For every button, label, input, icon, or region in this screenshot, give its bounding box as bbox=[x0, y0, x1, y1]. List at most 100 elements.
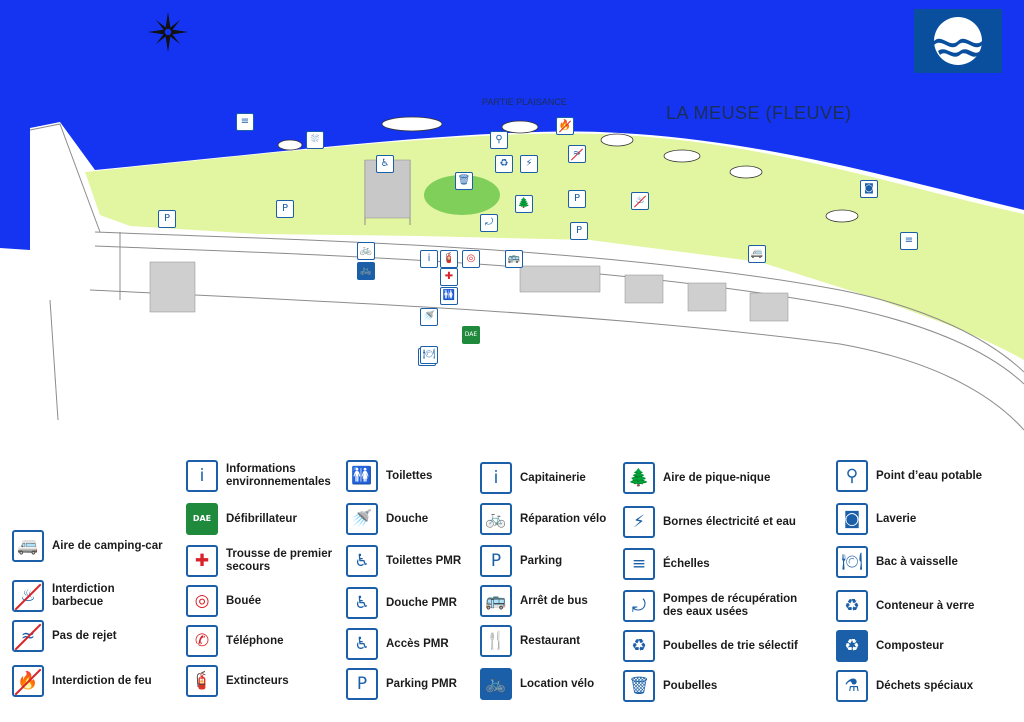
info-icon: i bbox=[427, 253, 431, 264]
legend-label: Extincteurs bbox=[226, 674, 289, 687]
parking-pmr-icon: P bbox=[575, 225, 583, 236]
blue-flag-badge bbox=[914, 9, 1002, 73]
glass-container-icon: ♻ bbox=[836, 590, 868, 622]
legend-item-waste-water-pumps: ⤾ Pompes de récupération des eaux usées bbox=[623, 590, 797, 622]
accessible-marker: ♿ bbox=[376, 155, 394, 173]
environmental-info-icon: i bbox=[186, 460, 218, 492]
legend-item-bins: 🗑Poubelles bbox=[623, 670, 717, 702]
legend-label: Bouée bbox=[226, 594, 262, 607]
pmr-shower-icon: ♿ bbox=[346, 587, 378, 619]
legend-item-laundry: ◙Laverie bbox=[836, 503, 916, 535]
parking-icon: P bbox=[480, 545, 512, 577]
legend-label: Échelles bbox=[663, 557, 710, 570]
legend-label: Restaurant bbox=[520, 634, 581, 647]
shower-icon: 🚿 bbox=[346, 503, 378, 535]
shower-icon: 🚿 bbox=[422, 311, 436, 322]
camper-marker: 🚐 bbox=[748, 245, 766, 263]
bike-rental-marker: 🚲 bbox=[357, 262, 375, 280]
legend-label: Poubelles de trie sélectif bbox=[663, 639, 798, 652]
bin-icon: 🗑 bbox=[457, 175, 471, 186]
laundry-marker: ◙ bbox=[860, 180, 878, 198]
ladders-icon: ≡ bbox=[623, 548, 655, 580]
defibrillator-icon: DAE bbox=[186, 503, 218, 535]
legend-label: Informations environnementales bbox=[226, 463, 331, 488]
parking-marker: P bbox=[568, 190, 586, 208]
legend-label: Conteneur à verre bbox=[876, 599, 975, 612]
bin-marker: 🗑 bbox=[455, 172, 473, 190]
legend-label: Douche PMR bbox=[386, 596, 457, 609]
legend-item-electricity-water: ⚡Bornes électricité et eau bbox=[623, 506, 796, 538]
parking-bays bbox=[149, 261, 789, 322]
legend-label: Parking bbox=[520, 554, 563, 567]
moored-boats bbox=[277, 116, 859, 223]
legend-item-defibrillator: DAE Défibrillateur bbox=[186, 503, 297, 535]
legend-label: Pas de rejet bbox=[52, 629, 117, 642]
accessible-icon: ♿ bbox=[380, 158, 390, 169]
legend-item-telephone: ✆Téléphone bbox=[186, 625, 284, 657]
buoy-icon: ◎ bbox=[186, 585, 218, 617]
legend-item-glass-container: ♻ Conteneur à verre bbox=[836, 590, 974, 622]
electricity-water-icon: ⚡ bbox=[623, 506, 655, 538]
legend-item-pmr-toilets: ♿Toilettes PMR bbox=[346, 545, 461, 577]
pump-icon: ⤾ bbox=[484, 217, 494, 228]
legend-item-sorting-bins: ♻Poubelles de trie sélectif bbox=[623, 630, 798, 662]
legend-label: Location vélo bbox=[520, 677, 595, 690]
extinguishers-icon: 🧯 bbox=[186, 665, 218, 697]
water-tap-marker: ⚲ bbox=[490, 131, 508, 149]
picnic-marker: 🌲 bbox=[515, 195, 533, 213]
water-tap-icon: ⚲ bbox=[495, 134, 503, 145]
map-canvas bbox=[0, 0, 1024, 445]
legend-label: Défibrillateur bbox=[226, 512, 297, 525]
legend-label: Parking PMR bbox=[386, 677, 457, 690]
legend-item-pmr-parking: P Parking PMR bbox=[346, 668, 457, 700]
bus-marker: 🚌 bbox=[505, 250, 523, 268]
bus-icon: 🚌 bbox=[507, 253, 521, 264]
legend-item-drinking-water: ⚲Point d’eau potable bbox=[836, 460, 982, 492]
tap-icon: ⛆ bbox=[311, 134, 319, 145]
no-discharge-icon: ≈ bbox=[12, 620, 44, 652]
legend-item-no-discharge: ≈ Pas de rejet bbox=[12, 620, 117, 652]
legend-label: Interdiction barbecue bbox=[52, 583, 115, 608]
bins-icon: 🗑 bbox=[623, 670, 655, 702]
recycle-marker: ♻ bbox=[495, 155, 513, 173]
legend-item-pmr-access: ♿ Accès PMR bbox=[346, 628, 449, 660]
legend-item-dish-sink: 🍽Bac à vaisselle bbox=[836, 546, 958, 578]
pmr-access-icon: ♿ bbox=[346, 628, 378, 660]
waste-water-pumps-icon: ⤾ bbox=[623, 590, 655, 622]
harbour-office-icon: i bbox=[480, 462, 512, 494]
info-marker: i bbox=[420, 250, 438, 268]
no-fire-icon: 🔥 bbox=[558, 120, 572, 131]
legend-label: Aire de pique-nique bbox=[663, 471, 771, 484]
map-legend: 🚐Aire de camping-car♨Interdiction barbec… bbox=[0, 445, 1024, 722]
bike-repair-icon: 🚲 bbox=[359, 245, 373, 256]
legend-item-no-barbecue: ♨Interdiction barbecue bbox=[12, 580, 115, 612]
legend-item-buoy: ◎ Bouée bbox=[186, 585, 261, 617]
legend-label: Point d’eau potable bbox=[876, 469, 983, 482]
electricity-marker: ⚡ bbox=[520, 155, 538, 173]
tree-cluster bbox=[424, 175, 500, 215]
no-barbecue-marker: ♨ bbox=[631, 192, 649, 210]
legend-item-toilets: 🚻Toilettes bbox=[346, 460, 432, 492]
pmr-parking-icon: P bbox=[346, 668, 378, 700]
camper-icon: 🚐 bbox=[750, 248, 764, 259]
no-barbecue-icon: ♨ bbox=[635, 195, 645, 206]
legend-label: Pompes de récupération des eaux usées bbox=[663, 593, 798, 618]
tap-marker: ⛆ bbox=[306, 131, 324, 149]
defibrillator-marker: DAE bbox=[462, 326, 480, 344]
bike-repair-icon: 🚲 bbox=[480, 503, 512, 535]
no-fire-marker: 🔥 bbox=[556, 117, 574, 135]
no-discharge-icon: ≈ bbox=[572, 148, 582, 159]
green-promenade bbox=[85, 133, 1024, 360]
legend-label: Réparation vélo bbox=[520, 512, 607, 525]
legend-item-bike-repair: 🚲 Réparation vélo bbox=[480, 503, 606, 535]
composter-icon: ♻ bbox=[836, 630, 868, 662]
legend-item-special-waste: ⚗Déchets spéciaux bbox=[836, 670, 973, 702]
legend-label: Accès PMR bbox=[386, 637, 449, 650]
parking-icon: P bbox=[163, 213, 171, 224]
defibrillator-icon: DAE bbox=[464, 331, 478, 338]
no-discharge-marker: ≈ bbox=[568, 145, 586, 163]
ladder-icon: ≡ bbox=[240, 116, 250, 127]
parking-icon: P bbox=[573, 193, 581, 204]
legend-item-parking: P Parking bbox=[480, 545, 562, 577]
